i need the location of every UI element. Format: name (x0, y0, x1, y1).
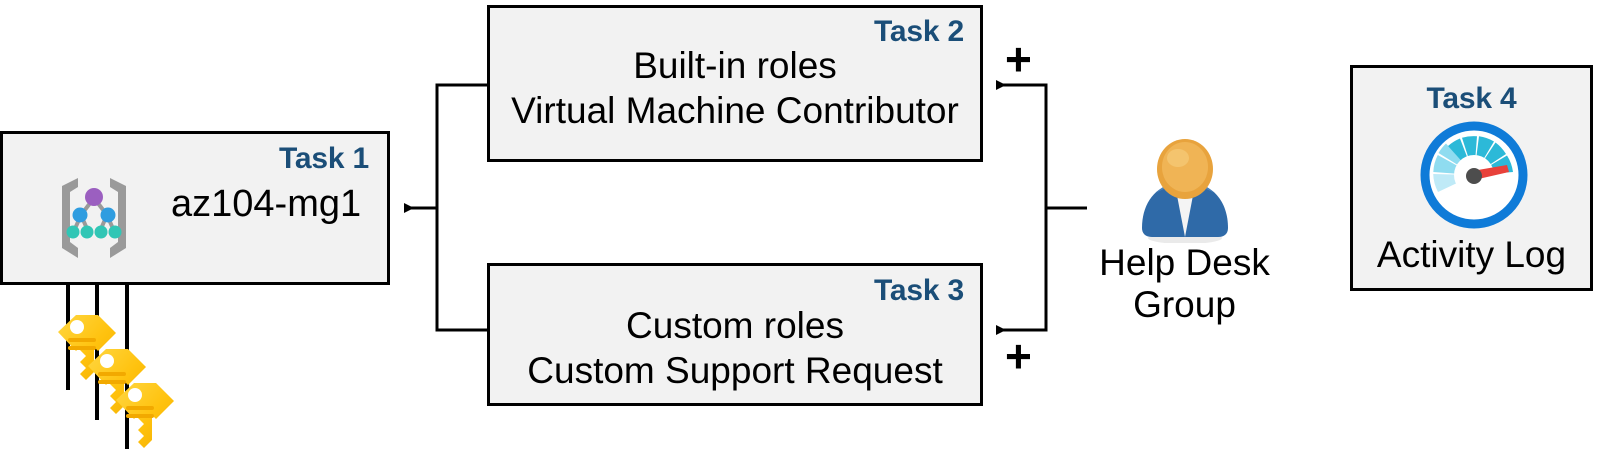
help-desk-group-label-line-1: Help Desk (1099, 242, 1270, 283)
task-4-text: Activity Log (1376, 234, 1567, 275)
key-icon-1 (58, 315, 116, 380)
task-4-box[interactable]: Task 4 Activity Log (1350, 65, 1593, 291)
management-group-icon (62, 178, 126, 258)
help-desk-group-label: Help Desk Group (1087, 242, 1282, 326)
task-2-line-1: Built-in roles (633, 45, 837, 86)
plus-icon-task-2: + (1005, 33, 1032, 85)
activity-log-gauge-icon (1420, 121, 1528, 229)
keys-icon (58, 315, 174, 448)
task-4-label: Task 4 (1426, 82, 1517, 115)
task-2-label: Task 2 (874, 15, 964, 48)
help-desk-group[interactable]: Help Desk Group (1087, 138, 1282, 343)
connector-roles-to-management-group (404, 83, 487, 332)
key-icon-3 (116, 383, 174, 448)
task-3-box[interactable]: Task 3 Custom roles Custom Support Reque… (487, 263, 983, 406)
task-3-line-1: Custom roles (626, 305, 844, 346)
task-2-box[interactable]: Task 2 Built-in roles Virtual Machine Co… (487, 5, 983, 162)
task-3-label: Task 3 (874, 274, 964, 307)
task-3-line-2: Custom Support Request (527, 350, 943, 391)
user-icon (1142, 139, 1228, 243)
task-2-line-2: Virtual Machine Contributor (511, 90, 959, 131)
task-1-label: Task 1 (279, 142, 369, 175)
plus-icon-task-3: + (1005, 330, 1032, 382)
connector-helpdesk-to-roles (996, 80, 1087, 335)
key-icon-2 (88, 349, 146, 414)
help-desk-group-label-line-2: Group (1133, 284, 1236, 325)
task-1-text: az104-mg1 (171, 183, 362, 225)
